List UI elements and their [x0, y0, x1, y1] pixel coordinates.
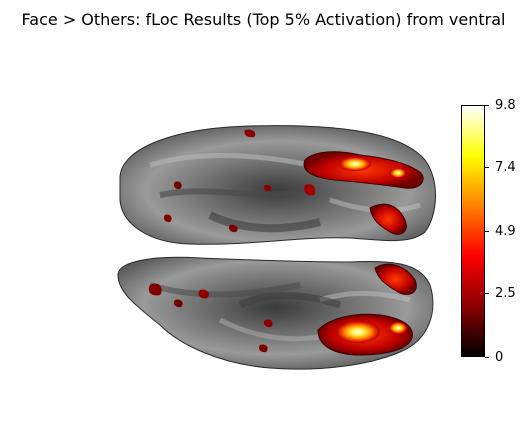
upper-hemisphere [119, 125, 436, 245]
colorbar-tick-label: 4.9 [495, 224, 516, 239]
lower-hemisphere [117, 256, 434, 370]
colorbar-tick-mark [485, 105, 489, 106]
colorbar-tick-label: 9.8 [495, 98, 516, 113]
colorbar-tick-mark [485, 167, 489, 168]
figure-title: Face > Others: fLoc Results (Top 5% Acti… [21, 10, 506, 29]
colorbar-tick-mark [485, 231, 489, 232]
colorbar-tick-label: 2.5 [495, 286, 516, 301]
colorbar-tick-label: 7.4 [495, 160, 516, 175]
colorbar-tick-label: 0 [495, 350, 504, 365]
colorbar-tick-mark [485, 293, 489, 294]
colorbar-gradient [461, 105, 485, 357]
colorbar-tick-mark [485, 357, 489, 358]
